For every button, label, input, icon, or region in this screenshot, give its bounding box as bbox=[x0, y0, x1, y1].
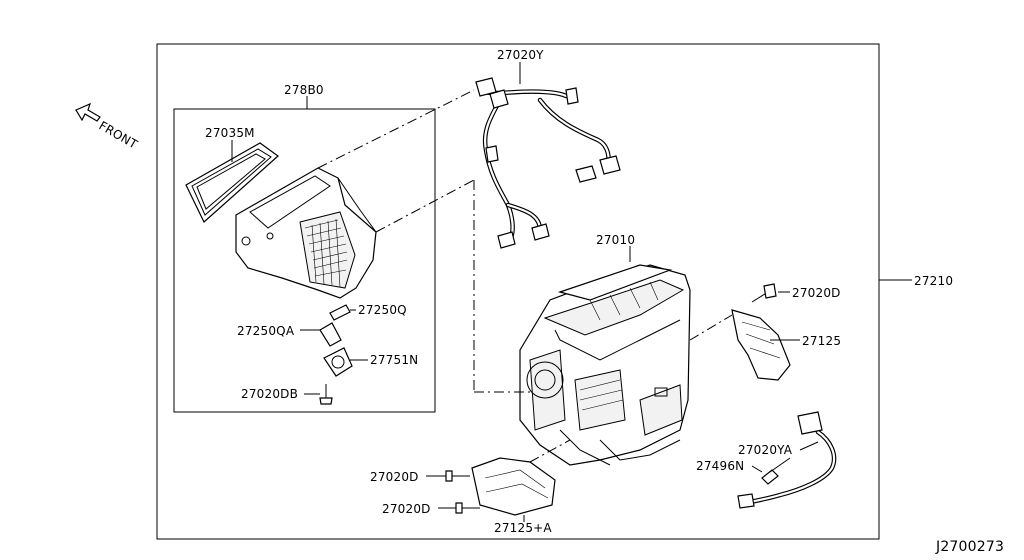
resistor-part bbox=[319, 304, 351, 347]
heater-unit-part bbox=[519, 264, 691, 466]
label-278B0: 278B0 bbox=[284, 83, 324, 97]
label-27035M: 27035M bbox=[205, 126, 255, 140]
diagram-code: J2700273 bbox=[935, 539, 1004, 555]
label-27250QA: 27250QA bbox=[237, 324, 295, 338]
label-27020D-1: 27020D bbox=[370, 470, 419, 484]
bolt-db-part bbox=[319, 384, 333, 405]
blower-housing-part bbox=[235, 167, 377, 299]
label-27125A: 27125+A bbox=[494, 521, 552, 535]
label-27020D-right: 27020D bbox=[792, 286, 841, 300]
label-27125: 27125 bbox=[802, 334, 841, 348]
sensor-part bbox=[761, 457, 791, 485]
label-27751N: 27751N bbox=[370, 353, 418, 367]
outer-frame bbox=[156, 43, 880, 540]
ref-line-bottom-duct bbox=[529, 439, 571, 463]
wiring-harness-main-part bbox=[475, 77, 621, 249]
front-arrow-icon: FRONT bbox=[75, 102, 141, 152]
ref-line-right-duct bbox=[689, 314, 733, 341]
front-label: FRONT bbox=[97, 118, 141, 151]
ref-line-blower-1 bbox=[317, 89, 475, 169]
wiring-harness-sub-part bbox=[737, 411, 837, 509]
label-27020DB: 27020DB bbox=[241, 387, 298, 401]
label-27020YA: 27020YA bbox=[738, 443, 793, 457]
bolt-lower-1-part bbox=[445, 470, 470, 482]
ref-line-blower-2 bbox=[375, 179, 475, 233]
duct-right-part bbox=[731, 309, 791, 381]
leader-27020YA bbox=[799, 441, 819, 451]
label-27210: 27210 bbox=[914, 274, 953, 288]
actuator-motor-part bbox=[323, 347, 353, 377]
air-filter-part bbox=[185, 142, 279, 223]
leader-27496N bbox=[751, 465, 763, 473]
bolt-lower-2-part bbox=[455, 502, 480, 514]
duct-bottom-part bbox=[471, 457, 556, 516]
label-27496N: 27496N bbox=[696, 459, 744, 473]
blower-subassembly-frame bbox=[173, 108, 436, 413]
bolt-right-part bbox=[751, 283, 777, 303]
label-27010: 27010 bbox=[596, 233, 635, 247]
label-27020D-2: 27020D bbox=[382, 502, 431, 516]
label-27250Q: 27250Q bbox=[358, 303, 407, 317]
label-27020Y: 27020Y bbox=[497, 48, 544, 62]
